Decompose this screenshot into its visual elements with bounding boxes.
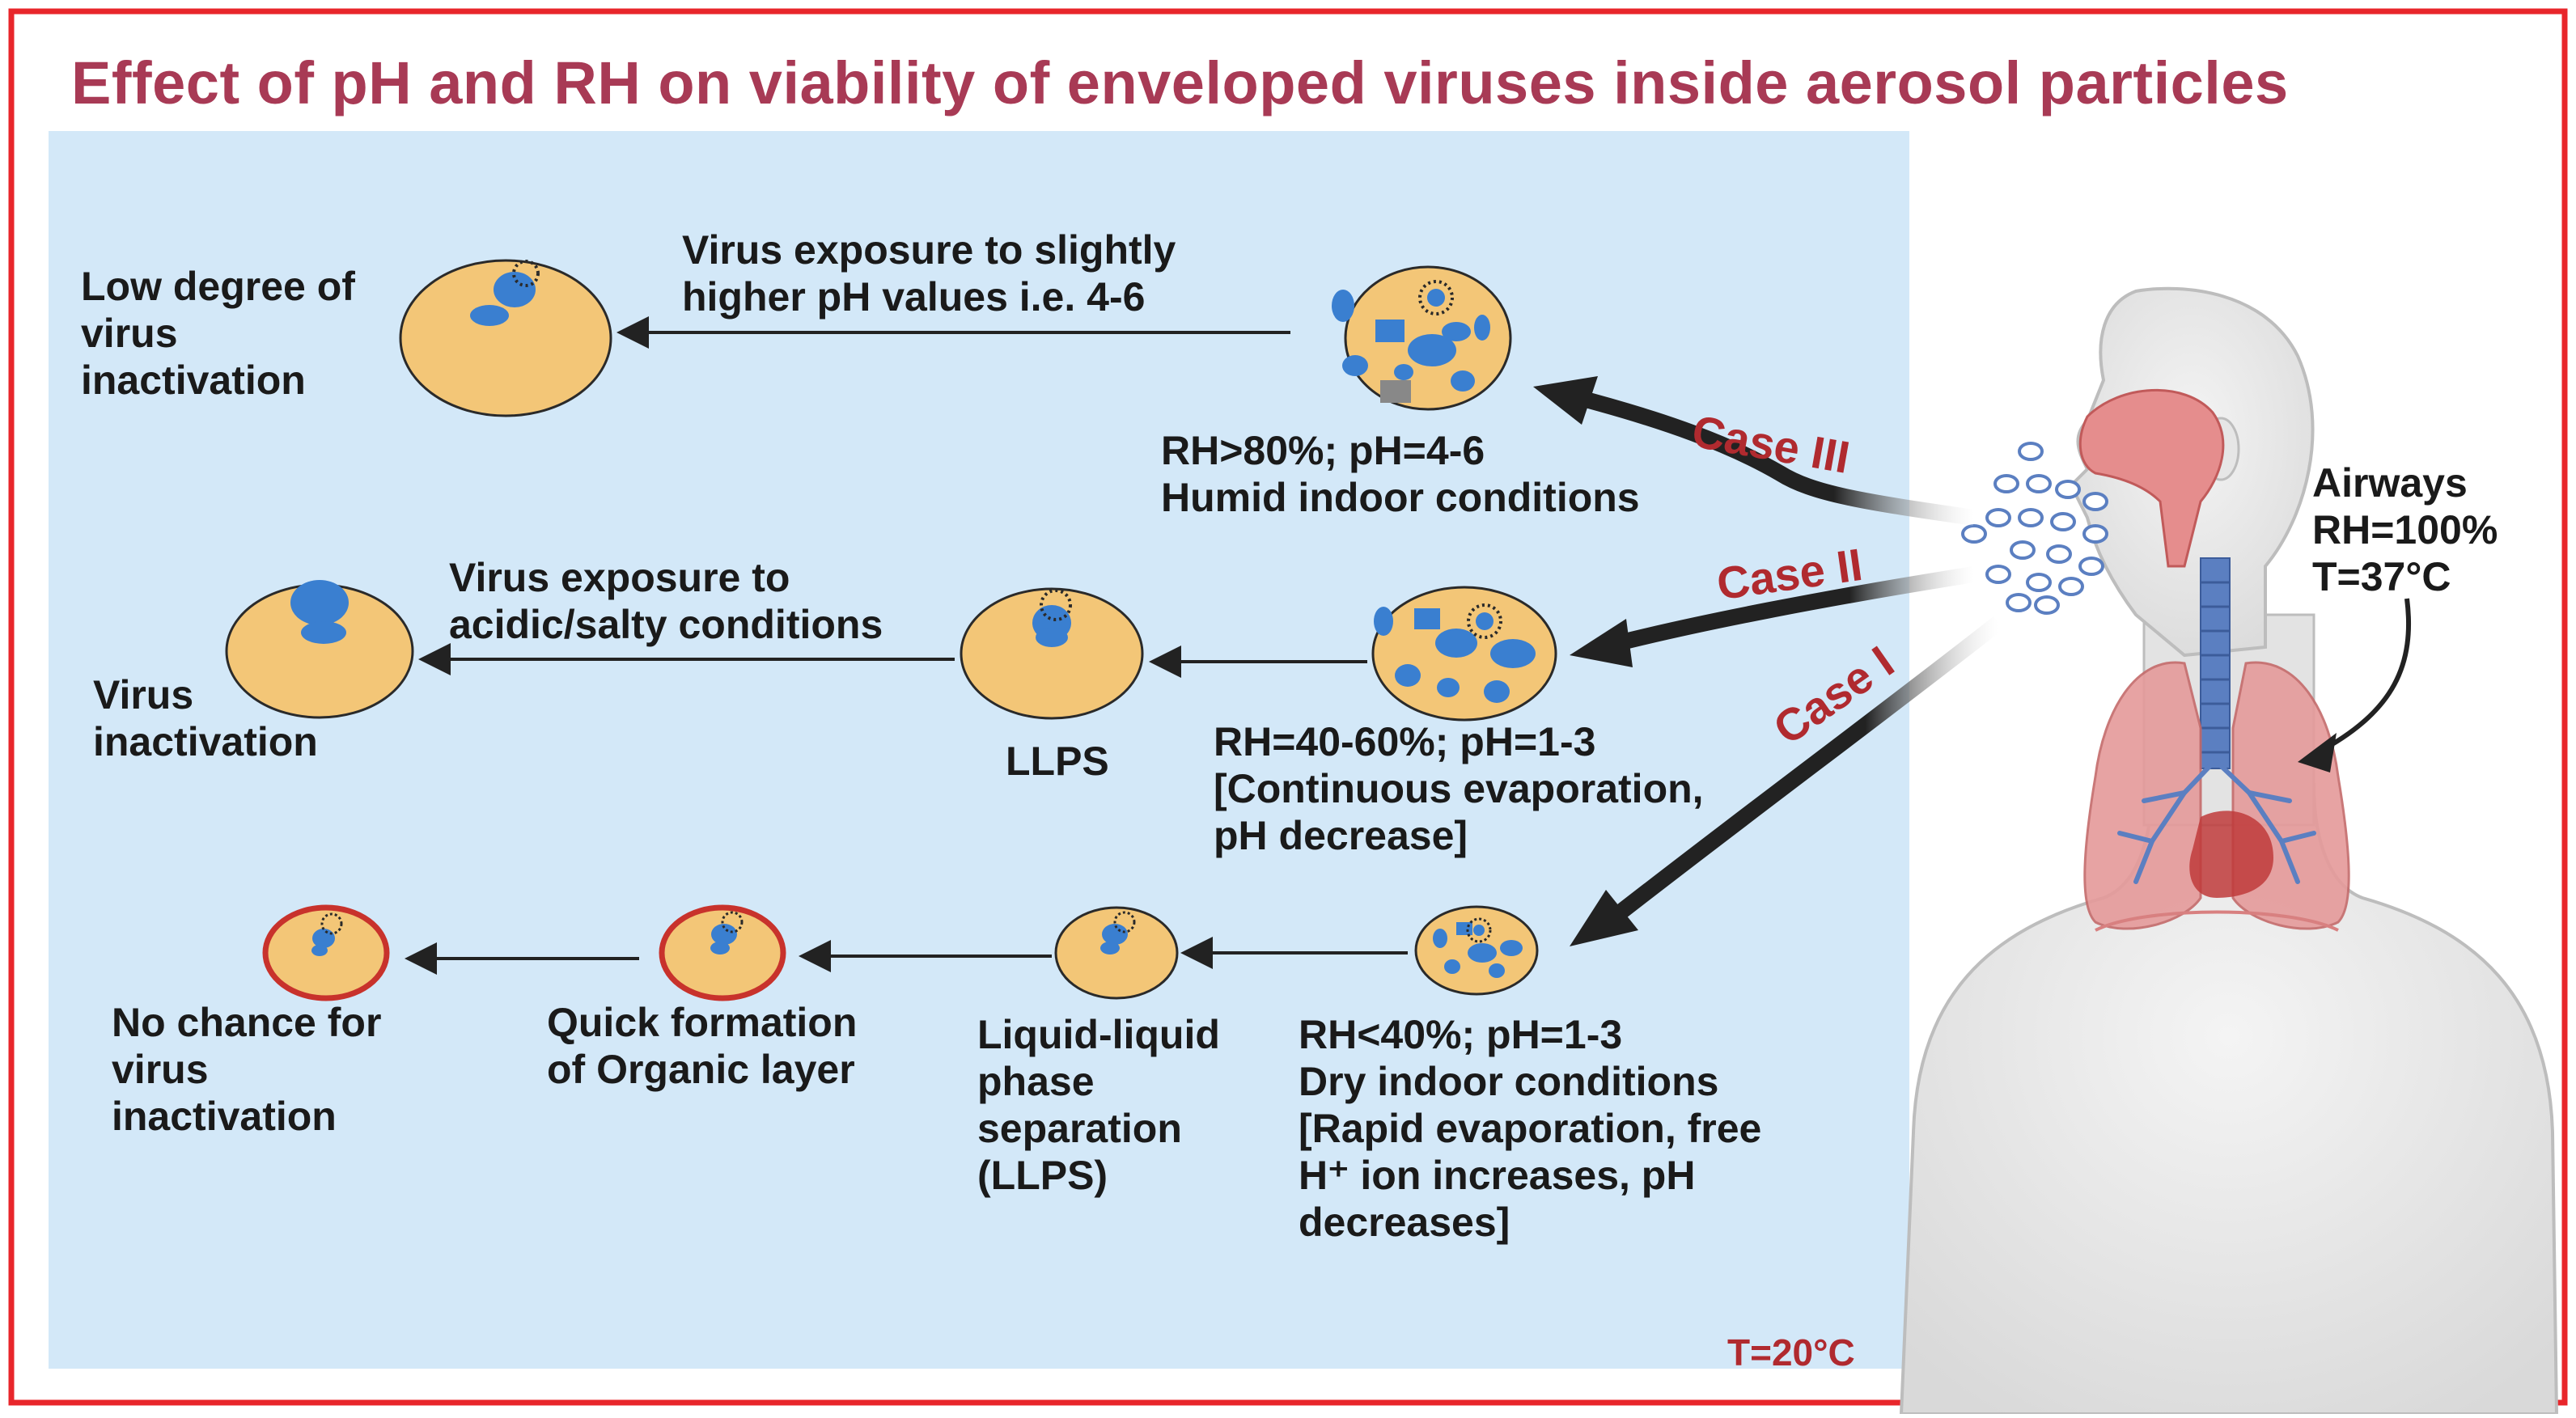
particle-organic-layer	[659, 904, 786, 1001]
particle-humid	[1332, 265, 1512, 411]
airways-temp: T=37°C	[2312, 554, 2451, 599]
exposure-acidic: Virus exposure to acidic/salty condition…	[449, 555, 883, 647]
case3-arrowhead-icon	[1533, 376, 1598, 425]
case1-arrow-icon	[1612, 616, 2004, 921]
virus-icon	[1418, 280, 1454, 315]
case2-arrowhead-icon	[1570, 619, 1633, 667]
llps-label: LLPS	[1006, 739, 1109, 784]
airways-arrow-icon	[2316, 598, 2412, 755]
indoor-panel	[49, 131, 1909, 1369]
airways-label: Airways	[2312, 460, 2468, 506]
case3-arrow-icon	[1571, 388, 1976, 526]
case1-arrowhead-icon	[1570, 890, 1638, 946]
outcome-no-inactivation: No chance for virus inactivation	[112, 1000, 382, 1139]
outcome-virus-inactivation: Virus inactivation	[93, 672, 318, 764]
particle-virus-inactivation	[225, 580, 414, 719]
particle-low-inactivation	[399, 259, 612, 417]
llps-full-label: Liquid-liquid phase separation (LLPS)	[977, 1012, 1220, 1198]
airways-arrowhead-icon	[2298, 733, 2337, 772]
case2-arrow-icon	[1616, 566, 1976, 651]
exhaled-droplets-icon	[1961, 442, 2108, 615]
figure-title: Effect of pH and RH on viability of enve…	[71, 49, 2289, 116]
organic-layer-label: Quick formation of Organic layer	[547, 1000, 858, 1092]
particle-llps	[960, 587, 1144, 720]
condition-moderate: RH=40-60%; pH=1-3 [Continuous evaporatio…	[1214, 719, 1704, 858]
outcome-low-inactivation: Low degree of virus inactivation	[81, 264, 355, 403]
condition-dry: RH<40%; pH=1-3 Dry indoor conditions [Ra…	[1299, 1012, 1762, 1245]
particle-dry	[1414, 905, 1539, 996]
condition-humid: RH>80%; pH=4-6 Humid indoor conditions	[1161, 428, 1640, 520]
particle-llps-small	[1054, 906, 1179, 1000]
exposure-higher-ph: Virus exposure to slightly higher pH val…	[682, 227, 1176, 320]
particle-moderate	[1371, 586, 1557, 722]
indoor-temperature: T=20°C	[1727, 1331, 1855, 1374]
particle-no-inactivation	[262, 904, 390, 1001]
human-figure-icon	[1899, 286, 2559, 1416]
airways-rh: RH=100%	[2312, 507, 2498, 552]
